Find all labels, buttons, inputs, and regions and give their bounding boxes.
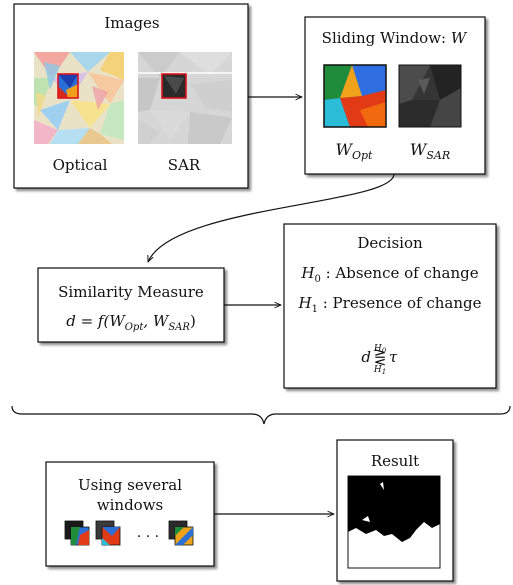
decision-title: Decision bbox=[357, 234, 423, 252]
h1-statement: H1 : Presence of change bbox=[298, 294, 482, 315]
decision-rule-top: H0 bbox=[373, 344, 387, 355]
decision-rule-d: d bbox=[361, 348, 371, 366]
decision-rule-bottom: H1 bbox=[373, 365, 386, 376]
decision-rule: H0 d ⋛ τ H1 bbox=[361, 344, 398, 376]
window-pair-n bbox=[168, 520, 194, 546]
result-change-map bbox=[347, 475, 441, 569]
optical-label: Optical bbox=[53, 156, 108, 174]
window-pair-2 bbox=[95, 520, 121, 546]
sar-window-image bbox=[399, 65, 461, 127]
several-windows-line2: windows bbox=[97, 496, 163, 514]
decision-box: Decision H0 : Absence of change H1 : Pre… bbox=[283, 223, 497, 389]
optical-window-image bbox=[324, 65, 386, 127]
h0-statement: H0 : Absence of change bbox=[300, 264, 478, 285]
optical-window-highlight bbox=[57, 73, 79, 99]
decision-rule-symbol: ⋛ bbox=[374, 348, 387, 366]
sliding-window-title: Sliding Window: W bbox=[322, 29, 468, 47]
window-pair-1 bbox=[64, 520, 90, 546]
images-box: Images bbox=[13, 3, 249, 189]
result-box: Result bbox=[336, 439, 454, 582]
similarity-box: Similarity Measure d = f(WOpt, WSAR) bbox=[37, 267, 225, 343]
result-title: Result bbox=[371, 452, 419, 470]
optical-image bbox=[34, 52, 124, 144]
sar-window-highlight bbox=[161, 73, 187, 99]
w-opt-label: WOpt bbox=[336, 140, 374, 162]
grouping-brace bbox=[11, 405, 511, 425]
images-title: Images bbox=[104, 14, 159, 32]
several-windows-line1: Using several bbox=[78, 476, 182, 494]
several-windows-box: Using several windows · · · bbox=[45, 461, 215, 567]
windows-ellipsis: · · · bbox=[137, 529, 159, 545]
sar-label: SAR bbox=[168, 156, 201, 174]
decision-rule-tau: τ bbox=[389, 348, 398, 366]
sliding-window-box: Sliding Window: W WOpt WSAR bbox=[304, 16, 486, 175]
w-sar-label: WSAR bbox=[410, 140, 450, 162]
arrow-window-to-similarity bbox=[148, 173, 395, 262]
similarity-title: Similarity Measure bbox=[58, 283, 204, 301]
similarity-formula: d = f(WOpt, WSAR) bbox=[66, 312, 196, 333]
